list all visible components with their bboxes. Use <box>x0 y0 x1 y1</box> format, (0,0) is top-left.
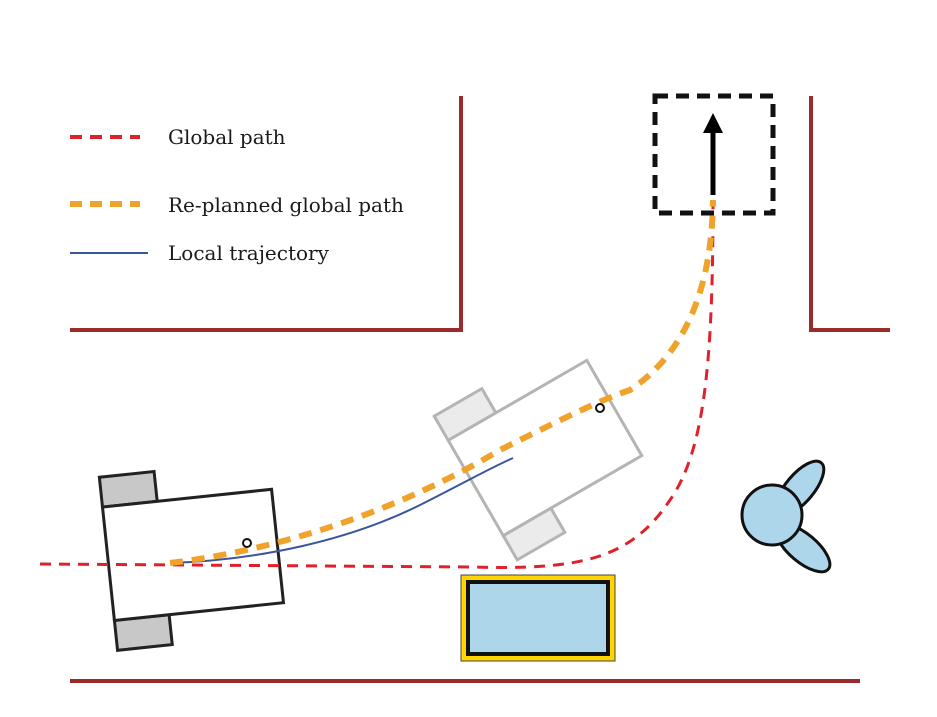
goal-arrow-head <box>703 113 723 133</box>
global-path <box>39 199 715 569</box>
static-obstacle <box>460 574 616 662</box>
goal-pose <box>652 93 776 216</box>
legend-label-replanned-path: Re-planned global path <box>168 193 404 217</box>
pedestrian-head <box>740 483 804 547</box>
local-trajectory <box>169 457 514 564</box>
obstacle-body <box>466 580 610 656</box>
replanned-global-path <box>169 199 716 566</box>
robot-current-reference-point <box>242 538 252 548</box>
goal-region <box>652 93 776 216</box>
walls <box>70 96 890 683</box>
wall-left-room <box>70 96 463 332</box>
legend: Global path Re-planned global path Local… <box>70 125 404 265</box>
robot-predicted-pose <box>432 358 644 562</box>
pedestrian <box>740 459 832 574</box>
robot-body <box>100 487 286 623</box>
robot-future-body <box>446 358 644 538</box>
robot-future-reference-point <box>595 403 605 413</box>
legend-label-global-path: Global path <box>168 125 286 149</box>
robot-current-pose <box>97 469 286 652</box>
legend-label-local-trajectory: Local trajectory <box>168 241 330 265</box>
wall-right-room <box>809 96 890 332</box>
